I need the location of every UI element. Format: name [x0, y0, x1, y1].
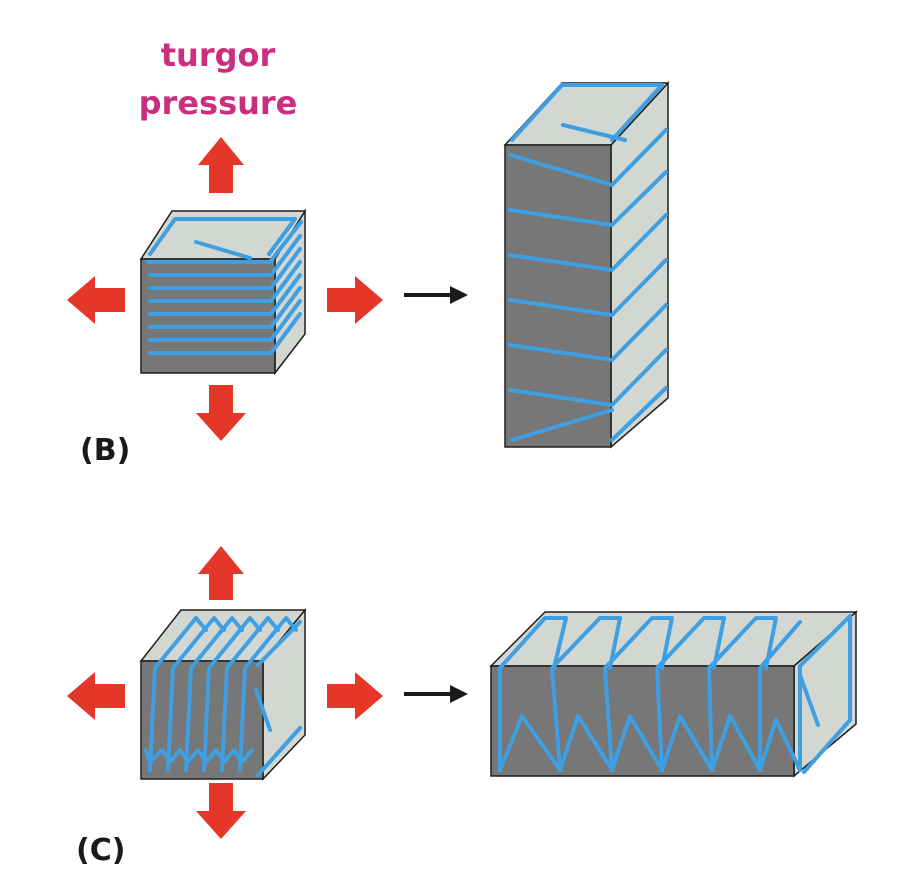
arrow-up-icon [198, 546, 244, 600]
pressure-label: pressure [139, 84, 298, 122]
panel-b-cube [139, 208, 307, 376]
panel-b-label: (B) [80, 433, 130, 468]
prism-b-microfibrils [508, 83, 668, 442]
turgor-label: turgor [161, 36, 276, 74]
panel-b-elongated-cell [503, 81, 670, 449]
arrow-down-icon [196, 385, 246, 441]
arrow-right-icon [327, 276, 383, 324]
cube-b-microfibrils [146, 217, 303, 355]
panel-c-cube [139, 607, 307, 781]
arrow-left-icon [67, 276, 125, 324]
panel-c-elongated-cell [489, 610, 859, 778]
panel-c-label: (C) [76, 833, 125, 868]
prism-c-microfibrils [498, 614, 852, 774]
prism-c-front-face [490, 665, 795, 777]
cube-c-microfibrils [144, 616, 302, 777]
arrow-up-icon [198, 137, 244, 193]
arrow-left-icon [67, 672, 125, 720]
panel-c-transition-arrow [404, 685, 468, 703]
panel-b-transition-arrow [404, 286, 468, 304]
panel-b-turgor-arrows [67, 137, 383, 441]
arrow-down-icon [196, 783, 246, 839]
panel-c-turgor-arrows [67, 546, 383, 839]
arrow-right-icon [327, 672, 383, 720]
